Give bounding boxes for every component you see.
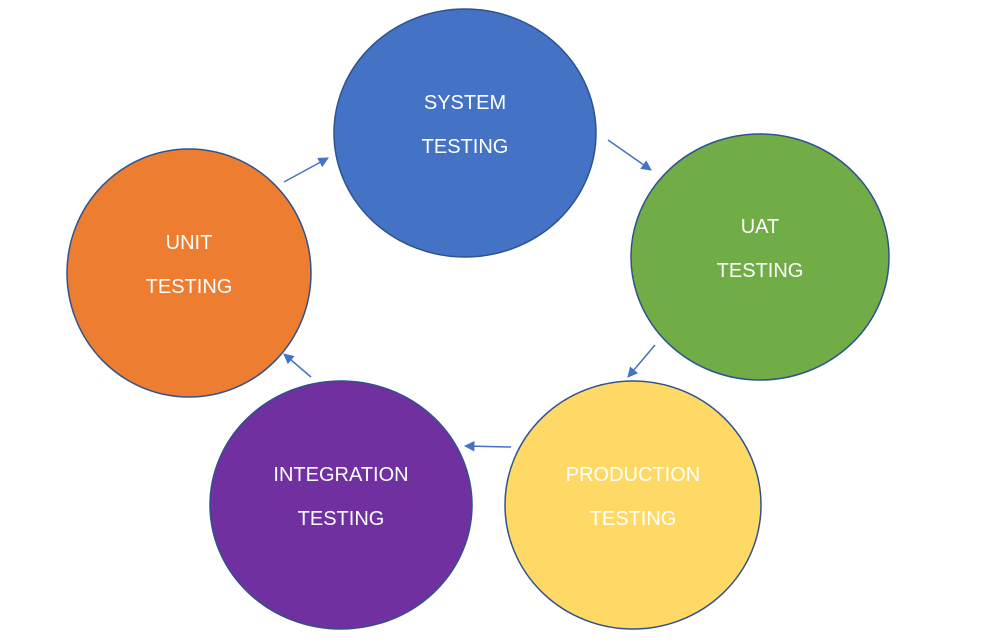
integration-label-1: INTEGRATION — [273, 464, 408, 486]
unit-label-1: UNIT — [166, 232, 213, 254]
integration-label-2: TESTING — [298, 508, 385, 530]
node-system: SYSTEM TESTING — [333, 8, 597, 258]
arrow-unit-to-system — [283, 157, 329, 183]
unit-label-2: TESTING — [146, 276, 233, 298]
uat-circle — [630, 133, 890, 381]
system-label-2: TESTING — [422, 136, 509, 158]
arrow-integration-to-unit — [283, 353, 312, 378]
uat-label-2: TESTING — [717, 260, 804, 282]
node-uat: UAT TESTING — [630, 133, 890, 381]
integration-circle — [209, 380, 473, 630]
system-label-1: SYSTEM — [424, 92, 506, 114]
node-unit: UNIT TESTING — [66, 148, 312, 398]
node-production: PRODUCTION TESTING — [504, 380, 762, 630]
arrow-production-to-integration — [463, 440, 512, 452]
arrow-system-to-uat — [607, 139, 652, 171]
arrow-uat-to-production — [627, 344, 656, 378]
uat-label-1: UAT — [741, 216, 780, 238]
unit-circle — [66, 148, 312, 398]
system-circle — [333, 8, 597, 258]
node-integration: INTEGRATION TESTING — [209, 380, 473, 630]
production-label-1: PRODUCTION — [566, 464, 700, 486]
production-circle — [504, 380, 762, 630]
production-label-2: TESTING — [590, 508, 677, 530]
